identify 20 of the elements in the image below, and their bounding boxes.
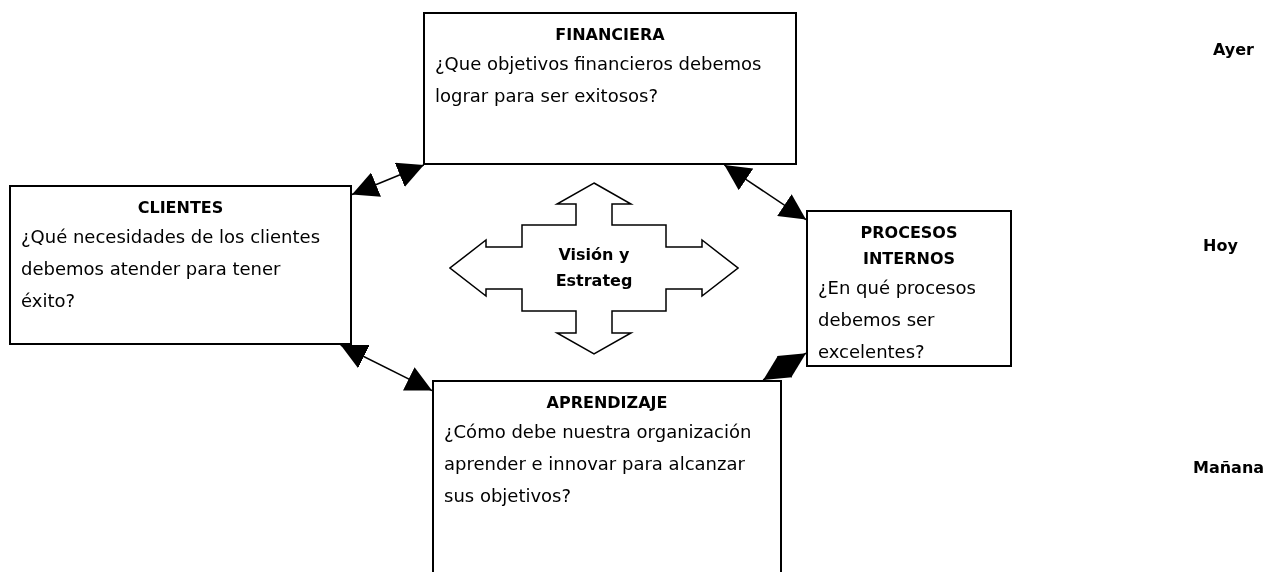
box-question: ¿Qué necesidades de los clientes debemos atender para tener éxito? (21, 225, 322, 313)
process-box (806, 210, 1012, 367)
time-label: Ayer (1213, 40, 1254, 59)
double-arrow (339, 344, 433, 392)
box-question: ¿En qué procesos debemos ser excelentes? (818, 276, 977, 364)
box-heading: PROCESOS INTERNOS (859, 222, 959, 270)
process-box (432, 380, 782, 572)
box-heading: APRENDIZAJE (545, 392, 669, 414)
center-label: Visión y Estrateg (554, 244, 634, 292)
box-question: ¿Que objetivos financieros debemos lograr para ser exitosos? (435, 52, 763, 108)
time-label: Mañana (1193, 458, 1264, 477)
process-box (423, 12, 797, 165)
double-arrow (762, 352, 807, 381)
box-heading: FINANCIERA (554, 24, 666, 46)
box-heading: CLIENTES (136, 197, 225, 219)
box-question: ¿Cómo debe nuestra organización aprender e innovar para alcanzar sus objetivos? (444, 420, 753, 508)
double-arrow (723, 164, 807, 221)
double-arrow (351, 162, 425, 197)
process-box (9, 185, 352, 345)
time-label: Hoy (1203, 236, 1238, 255)
